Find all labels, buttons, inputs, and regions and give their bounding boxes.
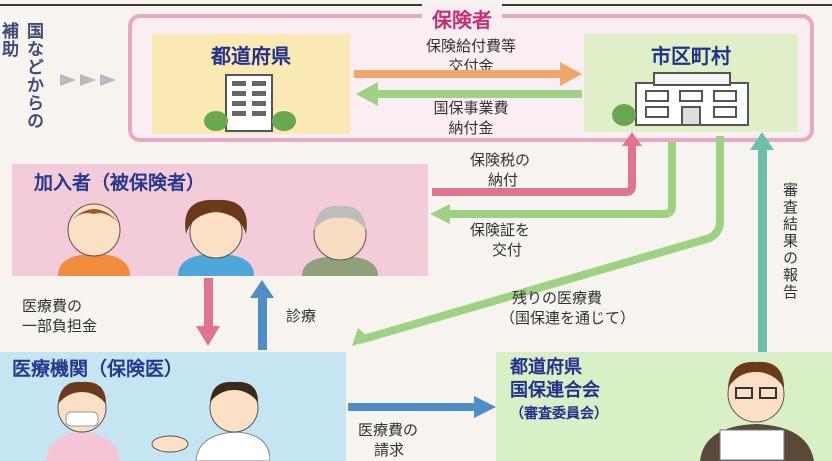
card-label-line1: 保険証を: [470, 221, 531, 239]
report-label: 審査結果の報告: [781, 182, 799, 301]
federation-subtitle: （審査委員会）: [510, 406, 608, 422]
card-label-line2: 交付: [492, 241, 523, 259]
insurer-title: 保険者: [422, 4, 502, 33]
reviewer-illustration: [700, 361, 814, 461]
levy-label-line1: 国保事業費: [433, 99, 509, 117]
claim-label-line2: 請求: [374, 441, 405, 459]
national-subsidy-label: 国などからの補助: [0, 22, 43, 130]
member-flow-arrows: [430, 132, 676, 224]
tax-label-line2: 納付: [488, 171, 519, 189]
town-hall-icon: [612, 72, 749, 126]
nurse-figure: [46, 381, 189, 461]
federation-title-line1: 都道府県: [510, 357, 582, 378]
members-title: 加入者（被保険者）: [34, 172, 206, 194]
medical-title: 医療機関（保険医）: [12, 358, 184, 380]
remaining-cost-arrow: [352, 136, 724, 346]
copay-label-line1: 医療費の: [22, 297, 83, 315]
levy-label-line2: 納付金: [448, 119, 494, 137]
grant-label-line1: 保険給付費等: [425, 37, 516, 55]
member-face-woman: [178, 199, 254, 276]
tax-label-line1: 保険税の: [470, 151, 531, 169]
copay-treatment-arrows: [196, 278, 274, 350]
municipality-box: 市区町村: [584, 34, 798, 132]
doctor-figure: [195, 381, 270, 461]
municipality-title: 市区町村: [651, 44, 731, 68]
insurer-flow-arrows: [354, 62, 582, 106]
top-rule: [0, 4, 832, 6]
treatment-label: 診療: [286, 307, 317, 325]
remaining-label-line2: （国保連を通じて）: [500, 309, 636, 327]
building-icon: [204, 74, 296, 132]
subsidy-arrows: [60, 74, 116, 86]
claim-label-line1: 医療費の: [358, 421, 419, 439]
federation-title-line2: 国保連合会: [510, 380, 600, 401]
member-face-elder: [302, 205, 378, 276]
copay-label-line2: 一部負担金: [22, 317, 98, 335]
claim-arrow: [348, 396, 496, 418]
prefecture-title: 都道府県: [211, 44, 291, 68]
report-arrow: [750, 132, 774, 352]
members-illustration: [58, 199, 378, 276]
prefecture-box: 都道府県: [152, 34, 350, 134]
remaining-label-line1: 残りの医療費: [512, 289, 603, 307]
medical-illustration: [46, 381, 270, 461]
member-face-child: [58, 203, 130, 276]
